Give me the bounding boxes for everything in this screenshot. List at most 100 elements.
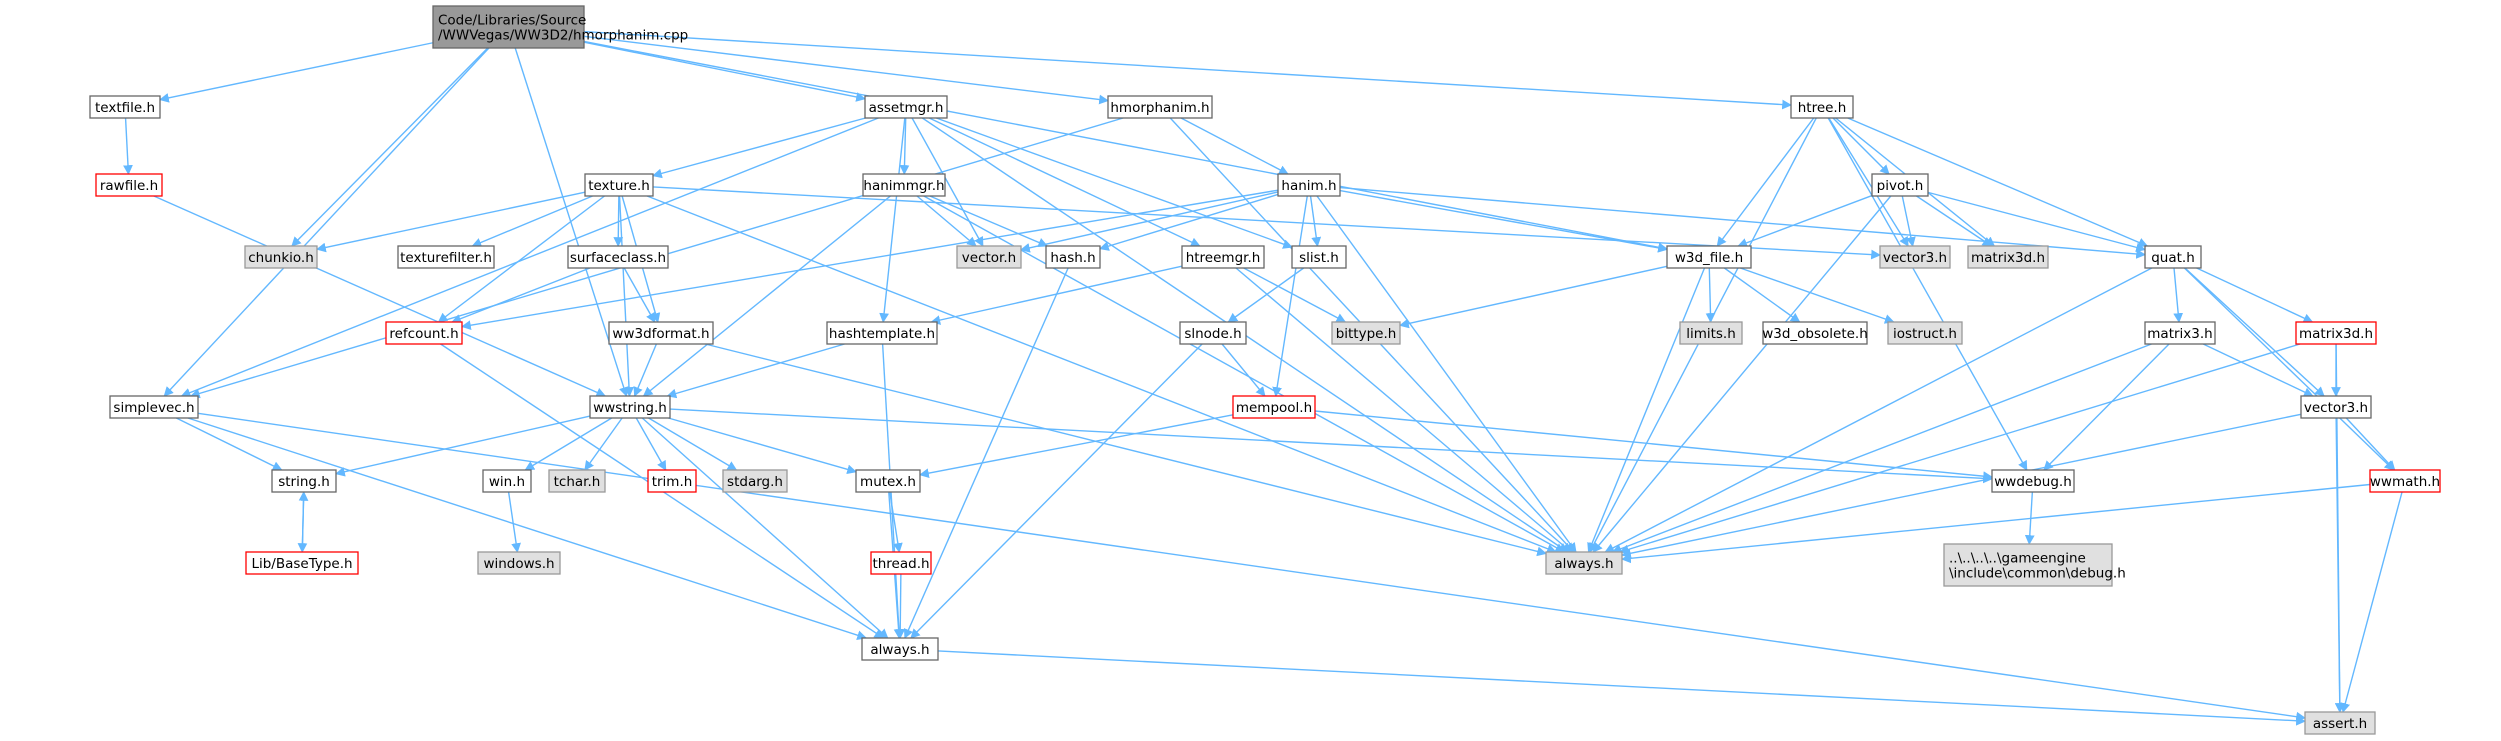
node-w3d-file-h[interactable]: w3d_file.h — [1666, 245, 1752, 269]
node-label: win.h — [489, 474, 525, 490]
edge-root-to-textfile_h — [159, 42, 434, 103]
node-matrix3d-red[interactable]: matrix3d.h — [2295, 321, 2377, 345]
node-hanimmgr-h[interactable]: hanimmgr.h — [862, 173, 946, 197]
node-string-h[interactable]: string.h — [271, 469, 337, 493]
node-label: always.h — [1554, 556, 1613, 572]
node-root[interactable]: Code/Libraries/Source/WWVegas/WW3D2/hmor… — [432, 5, 688, 49]
edge-pivot_h-to-matrix3d_gray — [1916, 195, 1993, 247]
node-assert-h[interactable]: assert.h — [2304, 711, 2376, 735]
node-wwstring-h[interactable]: wwstring.h — [589, 395, 671, 419]
node-bittype-h[interactable]: bittype.h — [1331, 321, 1401, 345]
node-simplevec-h[interactable]: simplevec.h — [109, 395, 199, 419]
node-debug-h[interactable]: ..\..\..\..\gameengine\include\common\de… — [1943, 543, 2126, 587]
edge-slnode_h-to-always_h_white — [910, 343, 1203, 639]
node-box — [589, 395, 671, 419]
node-htree-h[interactable]: htree.h — [1790, 95, 1854, 119]
edge-quat_h-to-always_h_gray — [1604, 267, 2153, 553]
node-label: mempool.h — [1236, 400, 1312, 416]
node-slist-h[interactable]: slist.h — [1291, 245, 1347, 269]
edge-texture_h-to-refcount_h — [437, 195, 605, 323]
node-box — [1232, 395, 1316, 419]
node-win-h[interactable]: win.h — [482, 469, 532, 493]
edge-assetmgr_h-to-hanimmgr_h — [899, 117, 910, 175]
node-box — [2144, 321, 2216, 345]
node-box — [1045, 245, 1101, 269]
node-chunkio-h[interactable]: chunkio.h — [244, 245, 318, 269]
edge-wwmath_h-to-assert_h — [2340, 491, 2403, 713]
node-slnode-h[interactable]: slnode.h — [1179, 321, 1247, 345]
node-hashtemplate-h[interactable]: hashtemplate.h — [826, 321, 938, 345]
node-surfaceclass-h[interactable]: surfaceclass.h — [567, 245, 669, 269]
node-wwdebug-h[interactable]: wwdebug.h — [1991, 469, 2075, 493]
node-label: bittype.h — [1336, 326, 1397, 342]
edge-texture_h-to-texturefilter_h — [471, 195, 593, 248]
node-box — [2369, 469, 2441, 493]
edge-root-to-hmorphanim_h — [583, 35, 1109, 105]
node-textfile-h[interactable]: textfile.h — [89, 95, 161, 119]
edge-w3d_file_h-to-always_h_gray — [1587, 267, 1706, 553]
node-rawfile-h[interactable]: rawfile.h — [95, 173, 163, 197]
node-label: slnode.h — [1184, 326, 1241, 342]
node-matrix3d-gray[interactable]: matrix3d.h — [1967, 245, 2049, 269]
node-box — [1107, 95, 1213, 119]
edge-ww3dformat_h-to-always_h_gray — [704, 343, 1547, 557]
node-thread-h[interactable]: thread.h — [870, 551, 932, 575]
edge-vector3_lower-to-always_h_gray — [1621, 413, 2302, 559]
node-label: surfaceclass.h — [570, 250, 666, 266]
node-trim-h[interactable]: trim.h — [647, 469, 697, 493]
edge-matrix3_h-to-always_h_gray — [1611, 343, 2152, 554]
node-box — [862, 173, 946, 197]
node-hanim-h[interactable]: hanim.h — [1277, 173, 1341, 197]
node-always-h-white[interactable]: always.h — [861, 637, 939, 661]
node-pivot-h[interactable]: pivot.h — [1871, 173, 1929, 197]
node-ww3dformat-h[interactable]: ww3dformat.h — [608, 321, 714, 345]
node-assetmgr-h[interactable]: assetmgr.h — [864, 95, 948, 119]
node-mutex-h[interactable]: mutex.h — [855, 469, 921, 493]
edge-hanim_h-to-vector_h — [1020, 191, 1279, 253]
edge-root-to-htree_h — [583, 30, 1792, 110]
node-box — [861, 637, 939, 661]
node-iostruct-h[interactable]: iostruct.h — [1887, 321, 1963, 345]
edge-texture_h-to-wwstring_h — [618, 195, 634, 397]
node-box — [244, 245, 318, 269]
node-texturefilter-h[interactable]: texturefilter.h — [397, 245, 495, 269]
node-layer: Code/Libraries/Source/WWVegas/WW3D2/hmor… — [89, 5, 2441, 735]
node-label: matrix3.h — [2147, 326, 2212, 342]
node-vector3-lower[interactable]: vector3.h — [2300, 395, 2372, 419]
edge-simplevec_h-to-assert_h — [197, 412, 2306, 722]
node-quat-h[interactable]: quat.h — [2144, 245, 2202, 269]
node-vector3-h[interactable]: vector3.h — [1879, 245, 1951, 269]
node-box — [1679, 321, 1743, 345]
node-mempool-h[interactable]: mempool.h — [1232, 395, 1316, 419]
node-windows-h[interactable]: windows.h — [477, 551, 561, 575]
edge-wwstring_h-to-string_h — [335, 415, 591, 477]
node-label: Code/Libraries/Source — [438, 13, 586, 29]
node-limits-h[interactable]: limits.h — [1679, 321, 1743, 345]
edge-htreemgr_h-to-always_h_gray — [1235, 267, 1572, 553]
node-htreemgr-h[interactable]: htreemgr.h — [1181, 245, 1265, 269]
node-hmorphanim-h[interactable]: hmorphanim.h — [1107, 95, 1213, 119]
node-box — [1879, 245, 1951, 269]
node-tchar-h[interactable]: tchar.h — [548, 469, 606, 493]
node-basetype-h[interactable]: Lib/BaseType.h — [245, 551, 359, 575]
node-texture-h[interactable]: texture.h — [584, 173, 654, 197]
node-vector-h[interactable]: vector.h — [956, 245, 1022, 269]
node-always-h-gray[interactable]: always.h — [1545, 551, 1623, 575]
node-box — [1179, 321, 1247, 345]
edge-surfaceclass_h-to-refcount_h — [451, 267, 591, 324]
edge-pivot_h-to-always_h_gray — [1592, 195, 1892, 553]
edge-hanim_h-to-w3d_file_h — [1339, 189, 1668, 253]
node-matrix3-h[interactable]: matrix3.h — [2144, 321, 2216, 345]
node-stdarg-h[interactable]: stdarg.h — [722, 469, 788, 493]
node-wwmath-h[interactable]: wwmath.h — [2369, 469, 2441, 493]
edge-matrix3_h-to-vector3_lower — [2202, 343, 2314, 397]
node-box — [1277, 173, 1341, 197]
node-w3d-obsolete-h[interactable]: w3d_obsolete.h — [1762, 321, 1868, 345]
node-label: limits.h — [1686, 326, 1736, 342]
node-box — [2304, 711, 2376, 735]
node-label: w3d_obsolete.h — [1762, 326, 1868, 342]
edge-always_h_white-to-assert_h — [937, 650, 2306, 726]
node-label: matrix3d.h — [2299, 326, 2373, 342]
node-hash-h[interactable]: hash.h — [1045, 245, 1101, 269]
node-refcount-h[interactable]: refcount.h — [385, 321, 463, 345]
